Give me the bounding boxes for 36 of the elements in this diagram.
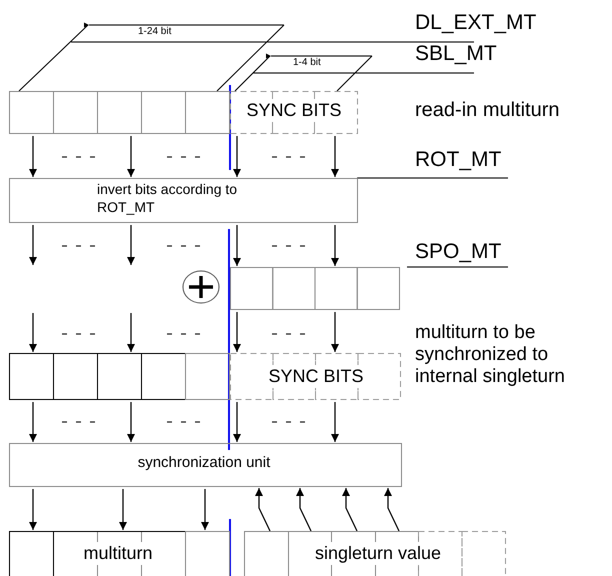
arrow [331,136,339,177]
arrow [233,136,241,177]
bit-register [9,91,357,134]
arrow [201,489,209,530]
parameter-label: SBL_MT [415,41,497,67]
arrow [233,225,241,266]
arrow [127,313,135,352]
register-caption: multiturn to be synchronized to internal singleturn [415,322,566,388]
arrow [255,488,271,532]
arrow [342,488,358,532]
arrow [384,488,400,532]
arrow [29,402,37,442]
parameter-label: SPO_MT [415,239,502,265]
arrow [233,312,241,352]
arrow [127,402,135,442]
arrow [127,225,135,265]
bit-register [244,531,505,576]
arrow [29,136,37,177]
arrow [233,402,241,442]
arrow [296,488,312,532]
arrow [29,225,37,265]
parameter-label: DL_EXT_MT [415,10,536,36]
arrow [331,312,339,352]
arrow [331,225,339,266]
dimension-label: 1-24 bit [138,26,172,38]
bit-register [9,353,400,400]
parameter-label: ROT_MT [415,147,502,173]
arrow [119,489,127,530]
bit-register [230,267,400,310]
dimension-label: 1-4 bit [293,57,321,70]
arrow [331,402,339,442]
arrow [127,136,135,177]
arrow [29,313,37,352]
register-caption: read-in multiturn [415,99,561,122]
bit-register [9,531,229,576]
arrow [29,489,37,530]
